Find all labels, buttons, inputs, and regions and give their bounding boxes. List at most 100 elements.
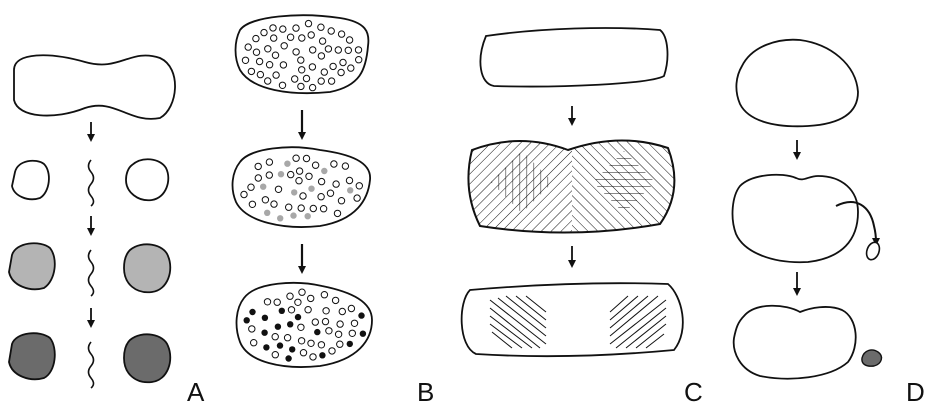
granule-dot xyxy=(265,46,271,52)
granule-dot xyxy=(264,299,270,305)
granule-dot xyxy=(279,308,285,314)
granule-dot xyxy=(306,173,312,179)
granule-dot xyxy=(286,204,292,210)
granule-dot xyxy=(358,312,364,318)
granule-dot xyxy=(348,65,354,71)
granule-dot xyxy=(335,47,341,53)
granule-dot xyxy=(305,213,311,219)
granule-dot xyxy=(295,314,301,320)
granule-dot xyxy=(253,35,259,41)
granule-dot xyxy=(335,331,341,337)
granule-dot xyxy=(265,78,271,84)
panel-b xyxy=(233,15,372,367)
panel-label-c: C xyxy=(684,379,703,405)
granule-dot xyxy=(319,38,325,44)
granule-dot xyxy=(279,82,285,88)
granule-dot xyxy=(332,297,338,303)
panel-a-cell-right-1 xyxy=(126,159,168,200)
wavy-line-icon xyxy=(89,250,94,296)
granule-dot xyxy=(261,330,267,336)
granule-dot xyxy=(303,155,309,161)
granule-dot xyxy=(326,328,332,334)
granule-dot xyxy=(266,159,272,165)
granule-dot xyxy=(333,181,339,187)
panel-a-cell-left-3 xyxy=(9,333,55,379)
granule-dot xyxy=(331,161,337,167)
granule-dot xyxy=(298,83,304,89)
granule-dot xyxy=(318,194,324,200)
granule-dot xyxy=(272,352,278,358)
granule-dot xyxy=(314,329,320,335)
granule-dot xyxy=(270,25,276,31)
granule-dot xyxy=(242,57,248,63)
granule-dot xyxy=(271,201,277,207)
granule-dot xyxy=(251,340,257,346)
granule-dot xyxy=(280,26,286,32)
granule-dot xyxy=(321,69,327,75)
granule-dot xyxy=(360,331,366,337)
granule-dot xyxy=(303,75,309,81)
granule-dot xyxy=(260,184,266,190)
granule-dot xyxy=(308,340,314,346)
granule-dot xyxy=(278,171,284,177)
granule-dot xyxy=(348,305,354,311)
granule-dot xyxy=(264,210,270,216)
granule-dot xyxy=(329,348,335,354)
panel-a-cell-left-1 xyxy=(12,161,49,200)
granule-dot xyxy=(296,168,302,174)
granule-dot xyxy=(356,57,362,63)
granule-dot xyxy=(337,321,343,327)
granule-dot xyxy=(330,63,336,69)
granule-dot xyxy=(253,49,259,55)
granule-dot xyxy=(305,307,311,313)
granule-dot xyxy=(257,71,263,77)
granule-dot xyxy=(346,177,352,183)
panel-a-cell-right-2 xyxy=(124,244,170,292)
granule-dot xyxy=(347,187,353,193)
granule-dot xyxy=(271,35,277,41)
granule-dot xyxy=(277,215,283,221)
granule-dot xyxy=(312,319,318,325)
granule-dot xyxy=(262,197,268,203)
granule-dot xyxy=(295,299,301,305)
granule-dot xyxy=(299,67,305,73)
granule-dot xyxy=(287,34,293,40)
granule-dot xyxy=(293,49,299,55)
granule-dot xyxy=(298,338,304,344)
granule-dot xyxy=(340,59,346,65)
granule-dot xyxy=(256,58,262,64)
granule-dot xyxy=(255,175,261,181)
granule-dot xyxy=(318,178,324,184)
panel-label-d: D xyxy=(906,379,925,405)
granule-dot xyxy=(310,354,316,360)
granule-dot xyxy=(255,163,261,169)
granule-dot xyxy=(280,62,286,68)
granule-dot xyxy=(281,43,287,49)
granule-dot xyxy=(349,330,355,336)
panel-d-vesicle-dark xyxy=(862,350,882,366)
panel-a-cell-left-2 xyxy=(9,243,55,289)
granule-dot xyxy=(300,350,306,356)
granule-dot xyxy=(318,342,324,348)
granule-dot xyxy=(287,321,293,327)
granule-dot xyxy=(334,210,340,216)
granule-dot xyxy=(308,186,314,192)
granule-dot xyxy=(356,183,362,189)
granule-dot xyxy=(327,190,333,196)
granule-dot xyxy=(342,163,348,169)
panel-d-cell-1 xyxy=(736,40,858,127)
granule-dot xyxy=(262,315,268,321)
granule-dot xyxy=(277,342,283,348)
granule-dot xyxy=(300,193,306,199)
granule-dot xyxy=(355,47,361,53)
panel-a-parent-cell xyxy=(14,55,175,119)
granule-dot xyxy=(261,29,267,35)
granule-dot xyxy=(284,335,290,341)
granule-dot xyxy=(266,61,272,67)
granule-dot xyxy=(272,52,278,58)
panel-c-cell-3 xyxy=(462,283,683,356)
granule-dot xyxy=(298,324,304,330)
granule-dot xyxy=(298,57,304,63)
panel-label-a: A xyxy=(187,379,204,405)
